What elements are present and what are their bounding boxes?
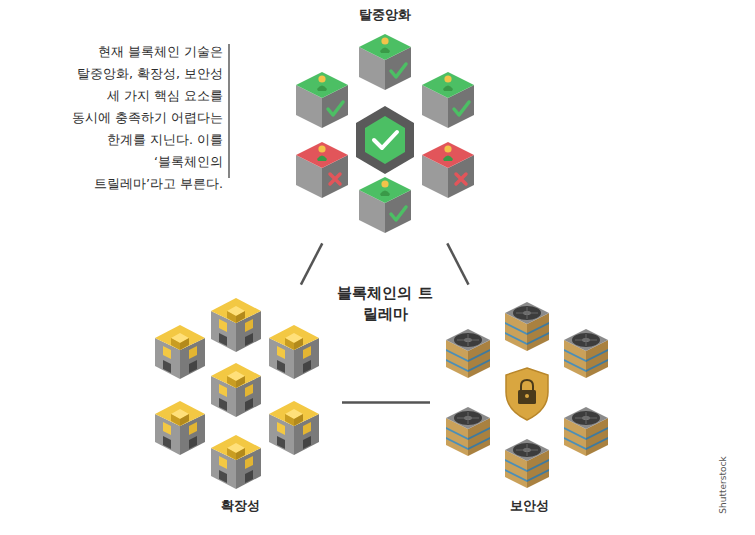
lattice-cubes	[155, 298, 319, 489]
triangle-side	[447, 243, 468, 284]
watermark: Shutterstock	[718, 450, 728, 520]
group-title: 보안성	[436, 497, 622, 515]
illustration-group: 탈중앙화	[286, 6, 484, 238]
note-text: 현재 블록체인 기술은 탈중앙화, 확장성, 보안성 세 가지 핵심 요소를 동…	[70, 41, 223, 195]
triangle-side	[301, 243, 322, 284]
illustration-group: 보안성	[436, 290, 622, 515]
illustration-group: 확장성	[144, 290, 336, 515]
center-title: 블록체인의 트릴레마	[335, 283, 435, 325]
triangle-side	[342, 401, 430, 404]
node-cubes	[296, 34, 474, 233]
group-title: 확장성	[144, 497, 336, 515]
note-bar	[228, 44, 229, 178]
server-stacks	[446, 302, 608, 488]
group-title: 탈중앙화	[286, 6, 484, 24]
